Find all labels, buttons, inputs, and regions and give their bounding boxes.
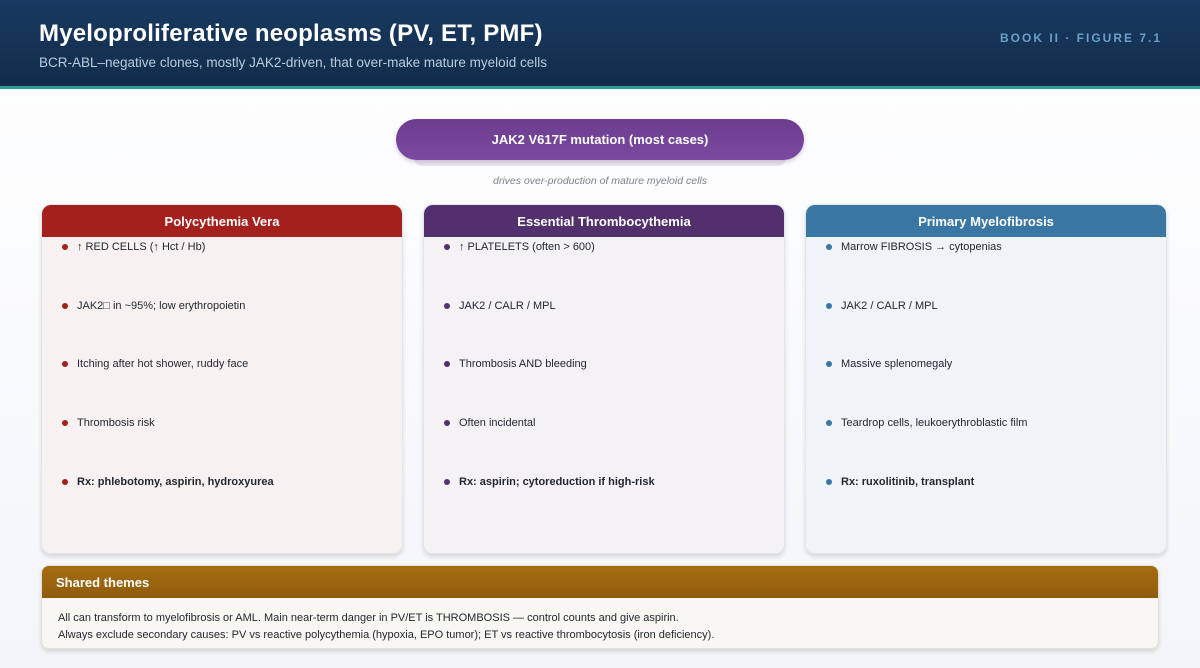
list-item: ↑ PLATELETS (often > 600) <box>444 241 595 253</box>
bullet-icon <box>444 420 450 426</box>
list-item: ↑ RED CELLS (↑ Hct / Hb) <box>62 241 205 253</box>
list-item: Teardrop cells, leukoerythroblastic film <box>826 417 1027 429</box>
list-item-text: Marrow FIBROSIS → cytopenias <box>841 241 1002 253</box>
list-item: Marrow FIBROSIS → cytopenias <box>826 241 1002 253</box>
header-bar: Myeloproliferative neoplasms (PV, ET, PM… <box>0 0 1200 86</box>
bullet-icon <box>826 479 832 485</box>
bullet-icon <box>826 361 832 367</box>
bullet-icon <box>826 244 832 250</box>
list-item-text: Thrombosis AND bleeding <box>459 358 587 370</box>
shared-themes-line: All can transform to myelofibrosis or AM… <box>58 612 679 624</box>
shared-themes-title: Shared themes <box>56 574 150 590</box>
list-item-text: Teardrop cells, leukoerythroblastic film <box>841 417 1028 429</box>
bullet-icon <box>826 303 832 309</box>
list-item-text: JAK2□ in ~95%; low erythropoietin <box>77 300 246 312</box>
bullet-icon <box>444 303 450 309</box>
treatment-text: Rx: phlebotomy, aspirin, hydroxyurea <box>77 476 274 488</box>
bullet-icon <box>444 479 450 485</box>
page-title: Myeloproliferative neoplasms (PV, ET, PM… <box>39 20 543 47</box>
card-essential-thrombocythemia: Essential Thrombocythemia ↑ PLATELETS (o… <box>423 204 785 554</box>
card-header: Primary Myelofibrosis <box>806 205 1166 237</box>
treatment-item: Rx: ruxolitinib, transplant <box>826 476 974 488</box>
list-item-text: ↑ PLATELETS (often > 600) <box>459 241 595 253</box>
card-body: ↑ RED CELLS (↑ Hct / Hb) JAK2□ in ~95%; … <box>42 237 402 553</box>
list-item-text: Thrombosis risk <box>77 417 155 429</box>
driver-mutation-label: JAK2 V617F mutation (most cases) <box>491 132 709 147</box>
card-body: Marrow FIBROSIS → cytopenias JAK2 / CALR… <box>806 237 1166 553</box>
list-item: JAK2 / CALR / MPL <box>444 300 556 312</box>
treatment-text: Rx: ruxolitinib, transplant <box>841 476 975 488</box>
bullet-icon <box>62 479 68 485</box>
bullet-icon <box>444 244 450 250</box>
bullet-icon <box>62 244 68 250</box>
list-item-text: JAK2 / CALR / MPL <box>459 300 556 312</box>
card-header: Polycythemia Vera <box>42 205 402 237</box>
page-subtitle: BCR-ABL–negative clones, mostly JAK2-dri… <box>39 55 547 70</box>
card-title: Essential Thrombocythemia <box>517 213 691 229</box>
list-item: Often incidental <box>444 417 535 429</box>
shared-themes-header: Shared themes <box>42 566 1158 598</box>
card-title: Primary Myelofibrosis <box>918 213 1054 229</box>
treatment-item: Rx: aspirin; cytoreduction if high-risk <box>444 476 655 488</box>
shared-themes-body: All can transform to myelofibrosis or AM… <box>42 598 1158 648</box>
figure-tag: BOOK II · FIGURE 7.1 <box>999 31 1162 45</box>
list-item: Thrombosis AND bleeding <box>444 358 587 370</box>
treatment-text: Rx: aspirin; cytoreduction if high-risk <box>459 476 655 488</box>
shared-themes-panel: Shared themes All can transform to myelo… <box>41 565 1159 649</box>
treatment-item: Rx: phlebotomy, aspirin, hydroxyurea <box>62 476 274 488</box>
card-body: ↑ PLATELETS (often > 600) JAK2 / CALR / … <box>424 237 784 553</box>
bullet-icon <box>444 361 450 367</box>
card-polycythemia-vera: Polycythemia Vera ↑ RED CELLS (↑ Hct / H… <box>41 204 403 554</box>
card-title: Polycythemia Vera <box>164 213 280 229</box>
list-item: Thrombosis risk <box>62 417 155 429</box>
bullet-icon <box>826 420 832 426</box>
list-item: Itching after hot shower, ruddy face <box>62 358 248 370</box>
list-item: JAK2 / CALR / MPL <box>826 300 938 312</box>
list-item-text: Often incidental <box>459 417 536 429</box>
driver-caption: drives over-production of mature myeloid… <box>493 175 707 187</box>
list-item: Massive splenomegaly <box>826 358 952 370</box>
driver-mutation-pill: JAK2 V617F mutation (most cases) <box>396 119 804 160</box>
card-header: Essential Thrombocythemia <box>424 205 784 237</box>
bullet-icon <box>62 303 68 309</box>
list-item-text: JAK2 / CALR / MPL <box>841 300 938 312</box>
list-item-text: ↑ RED CELLS (↑ Hct / Hb) <box>77 241 206 253</box>
list-item-text: Massive splenomegaly <box>841 358 953 370</box>
bullet-icon <box>62 420 68 426</box>
list-item-text: Itching after hot shower, ruddy face <box>77 358 249 370</box>
header-accent-stripe <box>0 86 1200 89</box>
bullet-icon <box>62 361 68 367</box>
shared-themes-line: Always exclude secondary causes: PV vs r… <box>58 628 715 641</box>
card-primary-myelofibrosis: Primary Myelofibrosis Marrow FIBROSIS → … <box>805 204 1167 554</box>
list-item: JAK2□ in ~95%; low erythropoietin <box>62 300 245 312</box>
